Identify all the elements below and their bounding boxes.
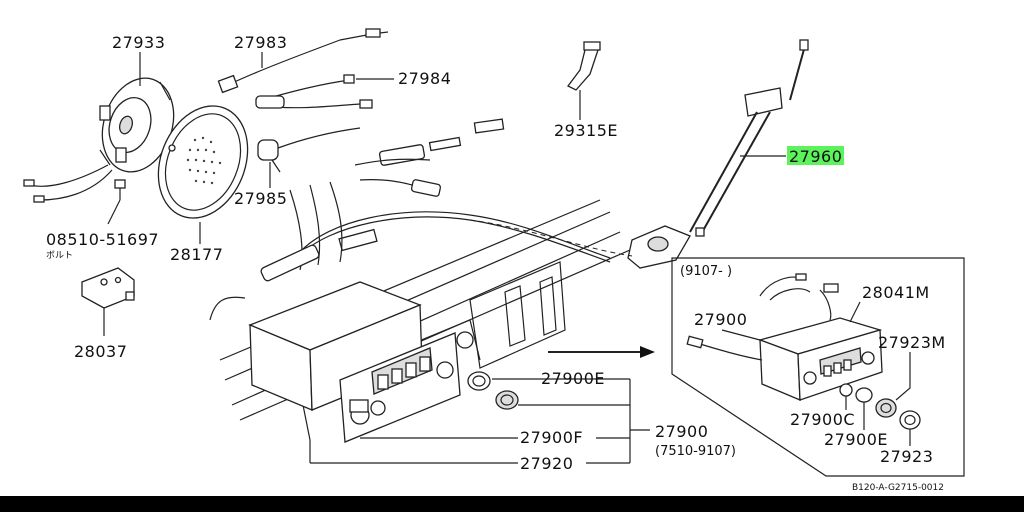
arrow-to-inset	[548, 346, 655, 358]
diagram-code: B120-A-G2715-0012	[852, 483, 944, 493]
label-27900-range: (7510-9107)	[655, 444, 736, 459]
label-27933: 27933	[112, 33, 165, 52]
cable-27985[interactable]	[257, 127, 361, 173]
highlight-27960	[787, 146, 844, 165]
cable-27984[interactable]	[255, 74, 373, 109]
bottom-bar	[0, 496, 1024, 512]
antenna-mast-27960[interactable]	[627, 39, 809, 269]
label-27960[interactable]: 27960	[789, 147, 842, 166]
label-28177: 28177	[170, 245, 223, 264]
label-27984: 27984	[398, 69, 451, 88]
label-27900e: 27900E	[541, 369, 605, 388]
label-27983: 27983	[234, 33, 287, 52]
label-27920: 27920	[520, 454, 573, 473]
label-29315e: 29315E	[554, 121, 618, 140]
label-28037: 28037	[74, 342, 127, 361]
bracket-29315e[interactable]	[567, 41, 601, 91]
label-27900f: 27900F	[520, 428, 583, 447]
inset-range-label: (9107- )	[680, 264, 732, 279]
inset-frame	[671, 257, 965, 477]
inset-label-27900: 27900	[694, 310, 747, 329]
bolt-08510[interactable]	[114, 179, 126, 200]
label-27985: 27985	[234, 189, 287, 208]
knob-27900e[interactable]	[467, 371, 491, 391]
inset-knob-27923m[interactable]	[875, 398, 897, 418]
bracket-28037[interactable]	[81, 267, 135, 309]
inset-label-27900e: 27900E	[824, 430, 888, 449]
inset-label-27923: 27923	[880, 447, 933, 466]
inset-label-27900c: 27900C	[790, 410, 855, 429]
label-08510-51697: 08510-51697	[46, 230, 159, 249]
speaker-27933[interactable]	[91, 69, 185, 181]
knob-27900f[interactable]	[495, 390, 519, 410]
label-27900: 27900	[655, 422, 708, 441]
inset-label-27923m: 27923M	[878, 333, 946, 352]
inset-knob-27923[interactable]	[899, 410, 921, 430]
antenna-plug[interactable]	[338, 118, 505, 252]
speaker-grille-28177[interactable]	[142, 92, 263, 231]
inset-knob-27900c[interactable]	[839, 383, 853, 397]
inset-radio-unit[interactable]	[757, 317, 883, 401]
cable-27983[interactable]	[217, 28, 389, 94]
radio-unit-27900[interactable]	[248, 281, 474, 443]
label-08510-sub: ボルト	[46, 250, 73, 261]
inset-knob-27900e[interactable]	[855, 387, 873, 403]
inset-label-28041m: 28041M	[862, 283, 930, 302]
